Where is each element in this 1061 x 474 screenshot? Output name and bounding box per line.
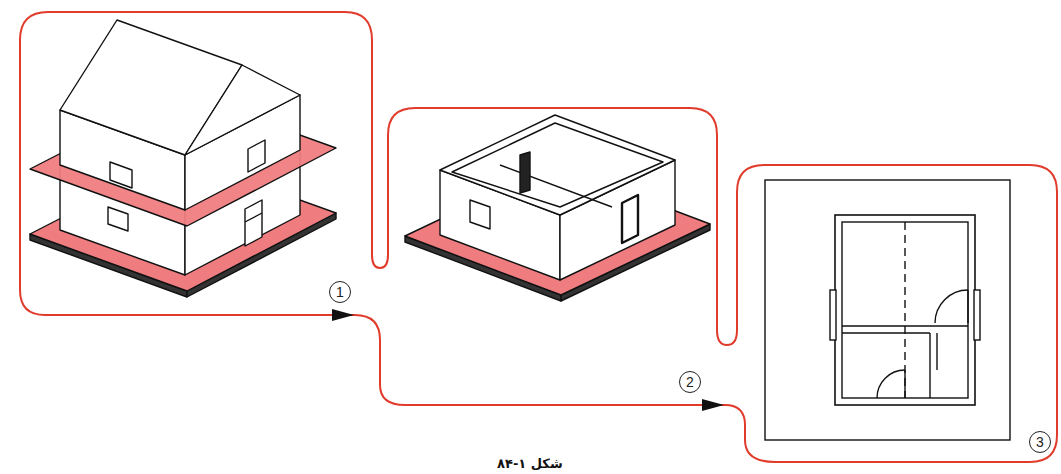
callout-number: 3: [1029, 431, 1051, 453]
callout-number: 1: [329, 281, 351, 303]
floor-plan: [765, 180, 1010, 440]
arrow-head: [332, 309, 354, 321]
callout-number: 2: [679, 371, 701, 393]
room-illustration: [405, 115, 710, 301]
arrow-head: [702, 399, 724, 411]
flow-outline: [20, 12, 1057, 462]
house-illustration: [30, 20, 336, 297]
figure-caption: شکل ۱-۸۴: [497, 456, 563, 471]
